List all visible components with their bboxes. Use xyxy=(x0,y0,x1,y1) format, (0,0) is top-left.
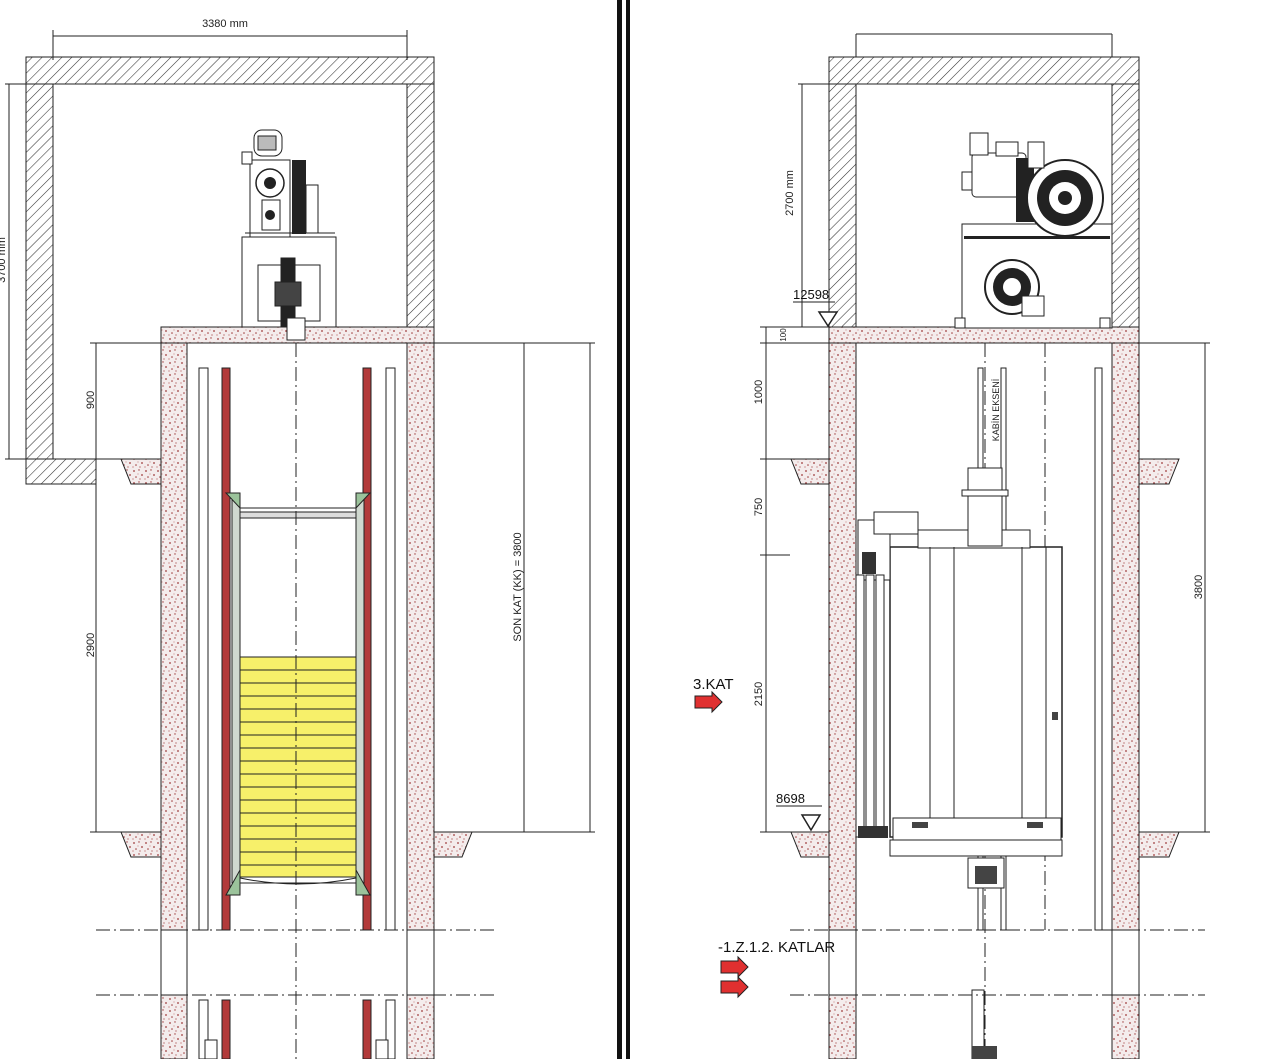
level-marker-top: 12598 xyxy=(793,287,839,328)
right-machine-room xyxy=(828,33,1140,330)
left-top-width-label: 3380 mm xyxy=(202,18,248,30)
floor-3-label: 3.KAT xyxy=(693,676,734,693)
right-dim-750: 750 xyxy=(753,498,765,516)
right-shaft-walls xyxy=(790,326,1180,1059)
left-machine-room-height-label: 3700 mm xyxy=(0,237,8,283)
left-top-dimension: 3380 mm xyxy=(52,18,408,60)
right-machine-room-height-label: 2700 mm xyxy=(784,170,796,216)
left-machine xyxy=(241,129,337,341)
right-dim-2150: 2150 xyxy=(753,682,765,706)
lower-floors-marker: -1.Z.1.2. KATLAR xyxy=(718,939,835,999)
left-machine-room xyxy=(25,56,435,485)
elevator-cabin xyxy=(855,467,1063,889)
level-bottom-label: 8698 xyxy=(776,791,805,806)
left-dim-2900: 2900 xyxy=(85,633,97,657)
view-separator xyxy=(617,0,630,1059)
right-machine xyxy=(954,132,1113,329)
right-view: 2700 mm 12598 xyxy=(693,33,1210,1059)
level-marker-bottom: 8698 xyxy=(776,791,822,832)
right-dim-100: 100 xyxy=(779,328,788,342)
lower-floor-arrow-icon-2 xyxy=(720,975,749,999)
left-machine-room-height-dim: 3700 mm xyxy=(0,83,30,460)
left-shaft-walls xyxy=(120,326,473,1059)
right-dim-1000: 1000 xyxy=(753,380,765,404)
left-bottom-details xyxy=(204,1039,389,1059)
left-son-kat-dimension: SON KAT (KK) = 3800 xyxy=(434,342,595,833)
left-view: 3380 mm 3700 mm xyxy=(0,18,595,1059)
floor-3-marker: 3.KAT xyxy=(693,676,734,714)
right-dim-3800: 3800 xyxy=(1193,575,1205,599)
right-3800-dimension: 3800 xyxy=(1139,342,1210,833)
level-top-label: 12598 xyxy=(793,287,829,302)
lower-floors-label: -1.Z.1.2. KATLAR xyxy=(718,939,835,956)
left-dim-900: 900 xyxy=(85,391,97,409)
floor-3-arrow-icon xyxy=(694,690,723,714)
right-left-dimensions: 100 1000 750 2150 xyxy=(753,326,829,833)
son-kat-label: SON KAT (KK) = 3800 xyxy=(512,532,524,641)
counterweight-blocks xyxy=(240,669,356,866)
right-machine-room-height-dim: 2700 mm xyxy=(784,83,829,327)
cabin-axis-label: KABİN EKSENİ xyxy=(991,379,1001,442)
lower-floor-arrow-icon-1 xyxy=(720,955,749,979)
left-counterweight xyxy=(224,492,372,896)
left-vertical-dimensions: 900 2900 xyxy=(85,342,161,833)
